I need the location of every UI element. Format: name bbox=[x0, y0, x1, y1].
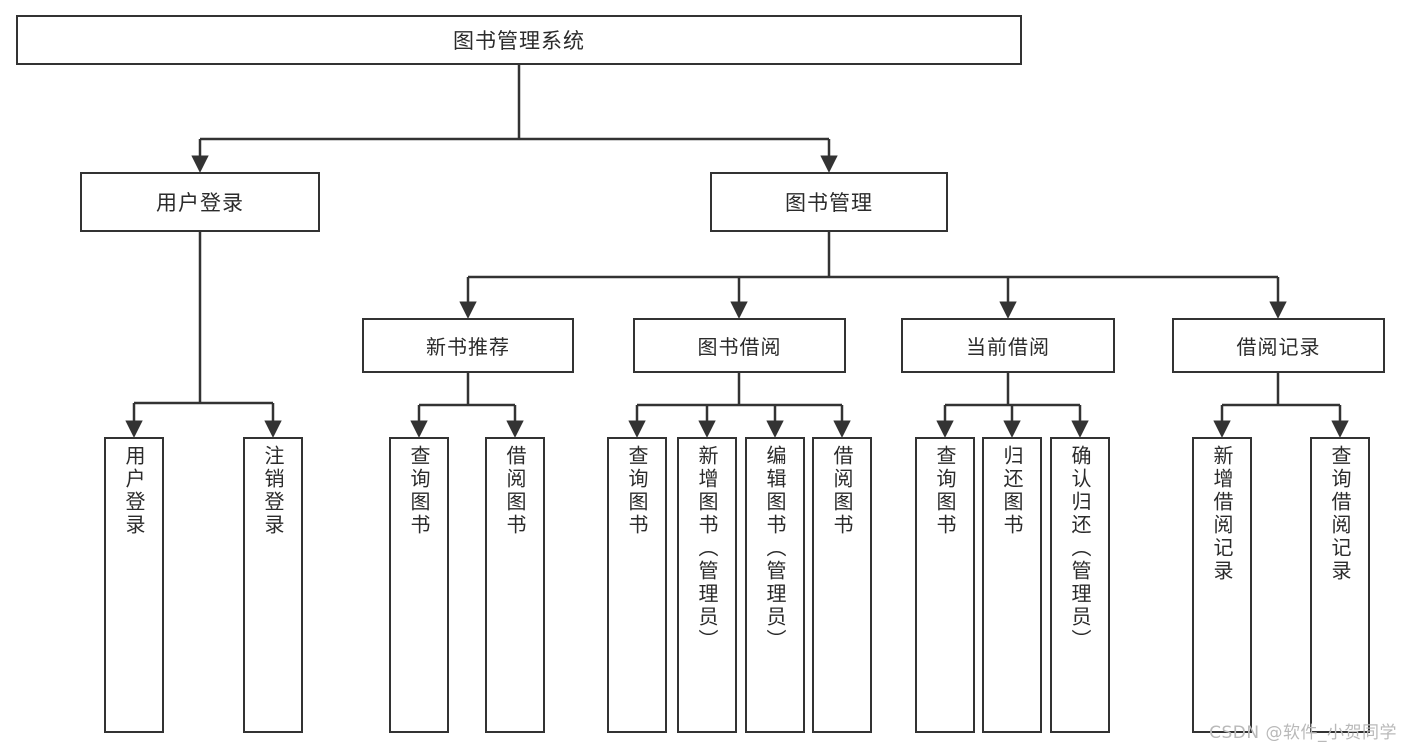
node-root-label: 图书管理系统 bbox=[453, 29, 585, 53]
node-book-borrow[interactable]: 图书借阅 bbox=[633, 318, 846, 373]
node-new-book-recommend[interactable]: 新书推荐 bbox=[362, 318, 574, 373]
node-book-management-label: 图书管理 bbox=[785, 191, 873, 215]
node-borrow-records[interactable]: 借阅记录 bbox=[1172, 318, 1385, 373]
leaf-current-confirm-return-admin[interactable]: 确认归还（管理员） bbox=[1050, 437, 1110, 733]
leaf-borrow-query-book[interactable]: 查询图书 bbox=[607, 437, 667, 733]
leaf-borrow-edit-book-admin-label: 编辑图书（管理员） bbox=[763, 445, 787, 652]
leaf-current-confirm-return-admin-label: 确认归还（管理员） bbox=[1068, 445, 1092, 652]
leaf-newbook-borrow-book[interactable]: 借阅图书 bbox=[485, 437, 545, 733]
node-book-management[interactable]: 图书管理 bbox=[710, 172, 948, 232]
node-user-login-label: 用户登录 bbox=[156, 191, 244, 215]
leaf-current-return-book-label: 归还图书 bbox=[1000, 445, 1024, 537]
node-new-book-recommend-label: 新书推荐 bbox=[426, 335, 510, 359]
leaf-borrow-query-book-label: 查询图书 bbox=[625, 445, 649, 537]
leaf-borrow-borrow-book[interactable]: 借阅图书 bbox=[812, 437, 872, 733]
leaf-newbook-query-book-label: 查询图书 bbox=[407, 445, 431, 537]
leaf-records-add-record[interactable]: 新增借阅记录 bbox=[1192, 437, 1252, 733]
node-borrow-records-label: 借阅记录 bbox=[1236, 335, 1321, 359]
node-current-borrow-label: 当前借阅 bbox=[966, 335, 1050, 359]
leaf-current-query-book-label: 查询图书 bbox=[933, 445, 957, 537]
node-current-borrow[interactable]: 当前借阅 bbox=[901, 318, 1115, 373]
leaf-logout-label: 注销登录 bbox=[261, 445, 285, 537]
leaf-borrow-edit-book-admin[interactable]: 编辑图书（管理员） bbox=[745, 437, 805, 733]
leaf-current-return-book[interactable]: 归还图书 bbox=[982, 437, 1042, 733]
leaf-borrow-add-book-admin-label: 新增图书（管理员） bbox=[695, 445, 719, 652]
leaf-records-query-record-label: 查询借阅记录 bbox=[1328, 445, 1352, 583]
node-book-borrow-label: 图书借阅 bbox=[697, 335, 782, 359]
leaf-current-query-book[interactable]: 查询图书 bbox=[915, 437, 975, 733]
leaf-records-query-record[interactable]: 查询借阅记录 bbox=[1310, 437, 1370, 733]
leaf-logout[interactable]: 注销登录 bbox=[243, 437, 303, 733]
csdn-watermark: CSDN @软件_小贺同学 bbox=[1209, 723, 1397, 743]
node-root[interactable]: 图书管理系统 bbox=[16, 15, 1022, 65]
leaf-user-login[interactable]: 用户登录 bbox=[104, 437, 164, 733]
leaf-records-add-record-label: 新增借阅记录 bbox=[1210, 445, 1234, 583]
leaf-user-login-label: 用户登录 bbox=[122, 445, 146, 537]
node-user-login[interactable]: 用户登录 bbox=[80, 172, 320, 232]
leaf-borrow-borrow-book-label: 借阅图书 bbox=[830, 445, 854, 537]
leaf-newbook-query-book[interactable]: 查询图书 bbox=[389, 437, 449, 733]
leaf-borrow-add-book-admin[interactable]: 新增图书（管理员） bbox=[677, 437, 737, 733]
leaf-newbook-borrow-book-label: 借阅图书 bbox=[503, 445, 527, 537]
